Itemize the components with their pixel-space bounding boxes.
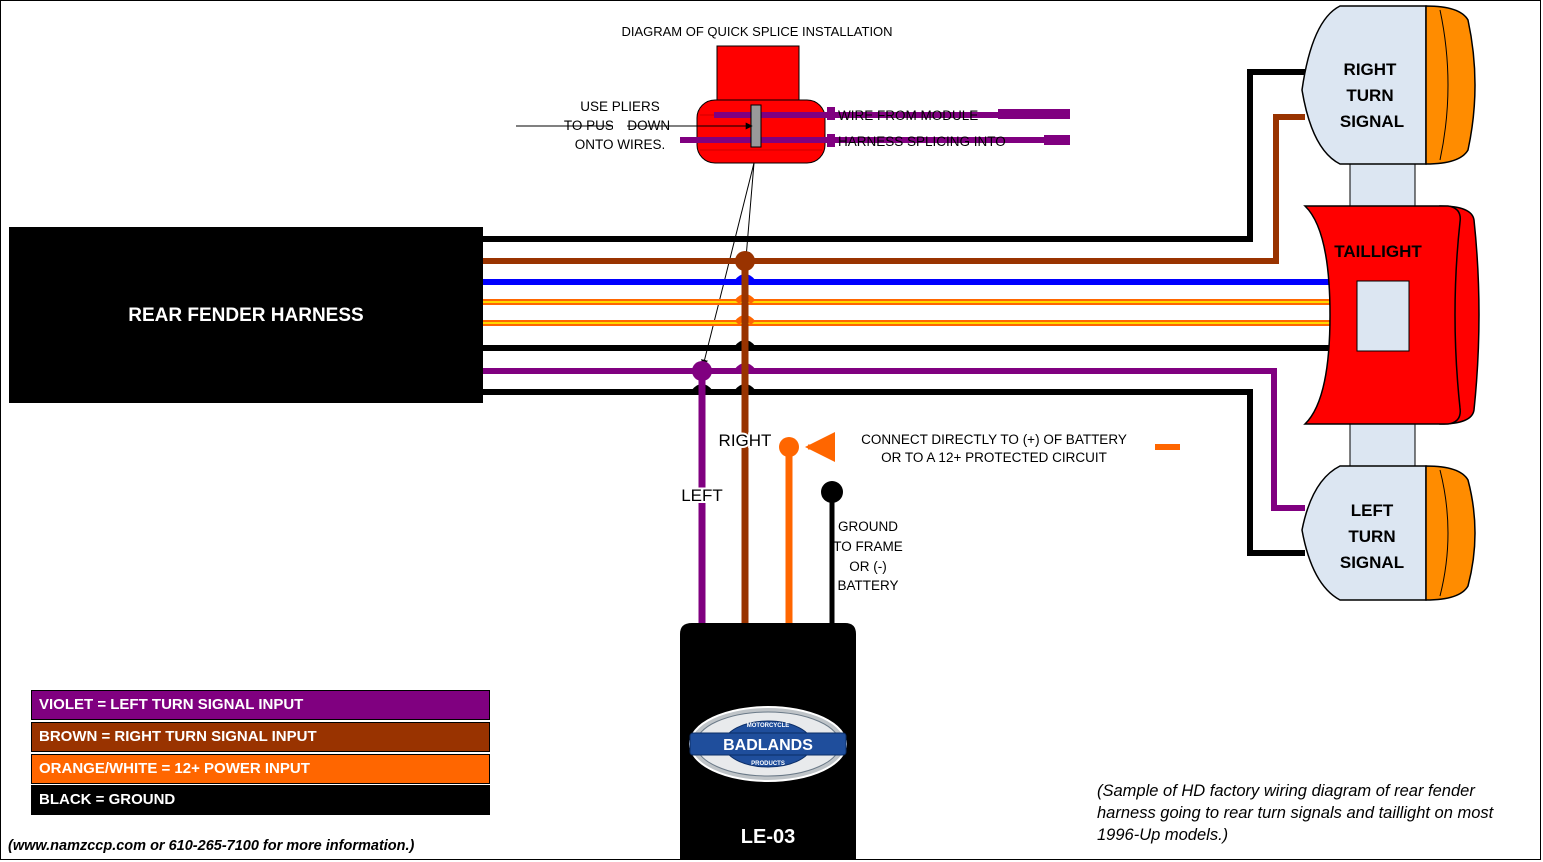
ground-text-2: TO FRAME <box>833 539 903 554</box>
battery-arrow-icon <box>806 436 833 458</box>
battery-text-1: CONNECT DIRECTLY TO (+) OF BATTERY <box>861 432 1127 447</box>
splice-title: DIAGRAM OF QUICK SPLICE INSTALLATION <box>621 24 892 39</box>
badlands-logo: BADLANDS MOTORCYCLE PRODUCTS <box>689 706 847 782</box>
pliers-text-1: USE PLIERS <box>580 99 660 114</box>
left-wire-label: LEFT <box>681 486 723 505</box>
logo-arc-bottom: PRODUCTS <box>751 761 785 767</box>
power-connection-point <box>779 437 799 457</box>
left-turn-text-3: SIGNAL <box>1340 553 1404 572</box>
taillight-label: TAILLIGHT <box>1334 242 1422 261</box>
right-turn-text-1: RIGHT <box>1344 60 1398 79</box>
splice-pointer-right <box>743 162 755 259</box>
module-wires <box>692 251 843 628</box>
ground-connection-point <box>821 481 843 503</box>
le-03-module: BADLANDS MOTORCYCLE PRODUCTS LE-03 <box>680 623 856 860</box>
legend-brown: BROWN = RIGHT TURN SIGNAL INPUT <box>31 722 490 752</box>
legend-orange: ORANGE/WHITE = 12+ POWER INPUT <box>31 754 490 784</box>
splice-point-left <box>692 361 712 381</box>
left-turn-signal <box>1301 419 1476 601</box>
left-turn-text-2: TURN <box>1348 527 1395 546</box>
left-turn-text-1: LEFT <box>1351 501 1394 520</box>
taillight <box>1303 205 1480 425</box>
legend-violet: VIOLET = LEFT TURN SIGNAL INPUT <box>31 690 490 720</box>
harness-splicing-label: HARNESS SPLICING INTO <box>838 134 1006 149</box>
ground-text-1: GROUND <box>838 519 898 534</box>
rear-fender-harness <box>9 227 483 403</box>
harness-wires <box>482 69 1330 556</box>
wire-from-module-label: WIRE FROM MODULE <box>838 108 978 123</box>
splice-point-right <box>735 251 755 271</box>
ground-text-4: BATTERY <box>837 578 898 593</box>
ground-text-3: OR (-) <box>849 559 887 574</box>
sample-note: (Sample of HD factory wiring diagram of … <box>1097 782 1494 844</box>
pliers-text-3: ONTO WIRES. <box>575 137 666 152</box>
right-turn-signal <box>1301 5 1476 211</box>
right-wire-label: RIGHT <box>719 431 772 450</box>
right-turn-text-3: SIGNAL <box>1340 112 1404 131</box>
splice-pointer-left <box>701 162 755 367</box>
logo-brand: BADLANDS <box>723 737 813 754</box>
right-turn-text-2: TURN <box>1346 86 1393 105</box>
battery-text-2: OR TO A 12+ PROTECTED CIRCUIT <box>881 450 1107 465</box>
quick-splice-illustration <box>516 45 1070 164</box>
contact-footer: (www.namzccp.com or 610-265-7100 for mor… <box>8 838 415 854</box>
logo-arc-top: MOTORCYCLE <box>747 723 790 729</box>
harness-label: REAR FENDER HARNESS <box>128 305 363 326</box>
module-label: LE-03 <box>741 826 795 848</box>
legend-black: BLACK = GROUND <box>31 785 490 815</box>
